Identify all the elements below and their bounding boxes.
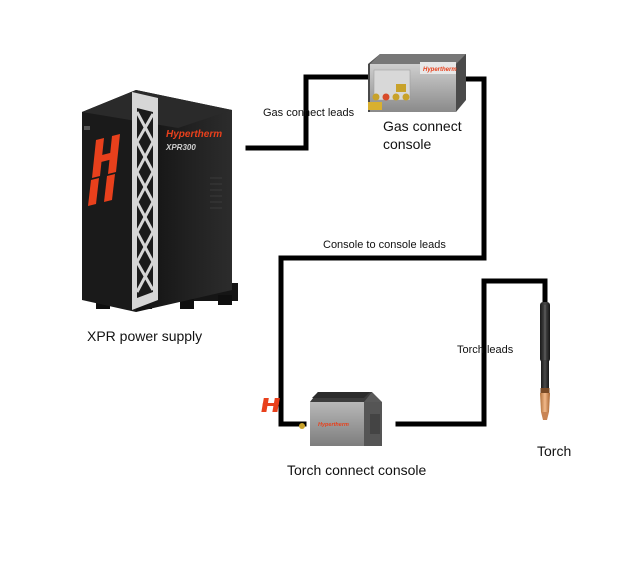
torch-connect-console-label: Torch connect console [287,462,427,478]
torch-console-brand: Hypertherm [318,422,349,428]
gas-console-brand: Hypertherm [423,67,457,73]
torch-leads-line [395,278,548,427]
torch-leads-label: Torch leads [457,344,514,356]
power-supply-model: XPR300 [165,143,196,152]
xpr-power-supply-label: XPR power supply [87,328,203,344]
torch-connect-console: Hypertherm [261,392,382,446]
gas-connect-leads-label: Gas connect leads [263,107,355,119]
console-to-console-leads-line [278,76,487,427]
xpr-power-supply: Hypertherm XPR300 [82,90,238,312]
console-to-console-leads-label: Console to console leads [323,239,446,251]
gas-connect-leads-line [245,74,369,151]
torch [540,302,550,420]
gas-connect-console-label-line1: Gas connect [383,118,462,134]
gas-connect-console: Hypertherm [368,54,466,112]
gas-connect-console-label-line2: console [383,136,432,152]
hypertherm-logo-icon [88,134,120,206]
power-supply-brand: Hypertherm [166,129,222,140]
torch-label: Torch [537,443,572,459]
hypertherm-logo-icon [261,398,280,412]
